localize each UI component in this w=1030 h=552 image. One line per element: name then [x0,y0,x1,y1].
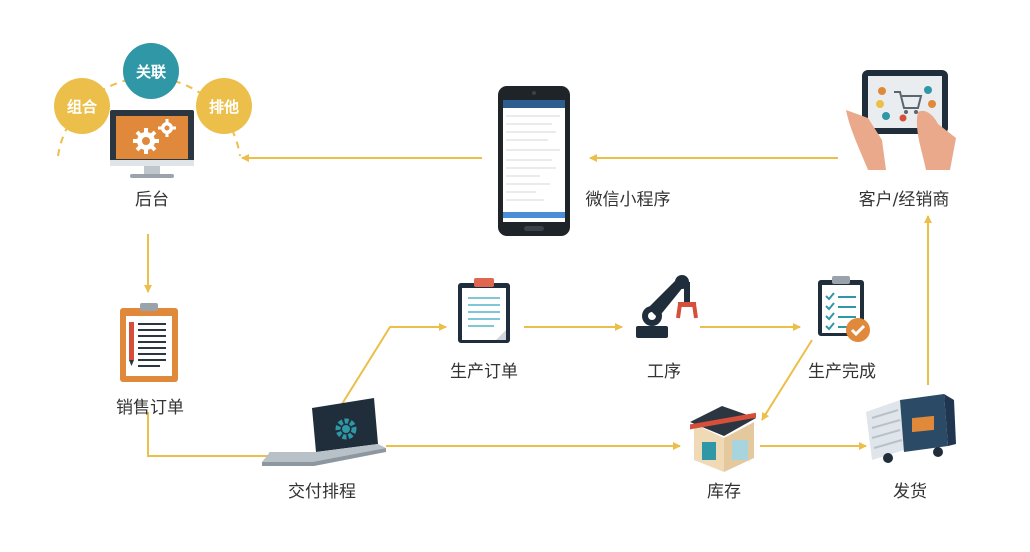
label-sales-order: 销售订单 [116,398,184,418]
phone-icon [498,86,570,236]
label-backend: 后台 [135,190,169,210]
label-production-order: 生产订单 [450,362,518,382]
label-customer: 客户/经销商 [858,190,950,210]
bubble-relate: 关联 [123,43,179,99]
laptop-icon [262,398,386,466]
label-delivery-schedule: 交付排程 [288,482,356,502]
gear-icon [335,418,357,440]
arrow-sales-order-to-schedule [147,412,277,460]
right-hand [916,110,956,170]
label-process: 工序 [647,362,681,382]
bubble-combine: 组合 [54,78,110,134]
gear-icon [133,119,176,154]
bubble-other: 排他 [196,78,252,134]
arrow-production-done-to-inventory [761,339,813,421]
cart-icon [894,91,923,114]
robot-arm-icon [636,275,698,338]
label-inventory: 库存 [707,482,741,502]
truck-icon [866,394,956,463]
checklist-icon [818,276,870,342]
label-shipping: 发货 [893,482,927,502]
warehouse-icon [690,406,756,472]
label-miniprogram: 微信小程序 [585,190,671,210]
arrow-schedule-to-production-order [341,323,447,405]
flow-arrows [144,154,932,460]
sales-order-icon [120,303,178,382]
tablet-icon [846,70,956,170]
label-production-done: 生产完成 [808,362,876,382]
production-order-icon [458,278,510,343]
left-hand [846,110,886,170]
